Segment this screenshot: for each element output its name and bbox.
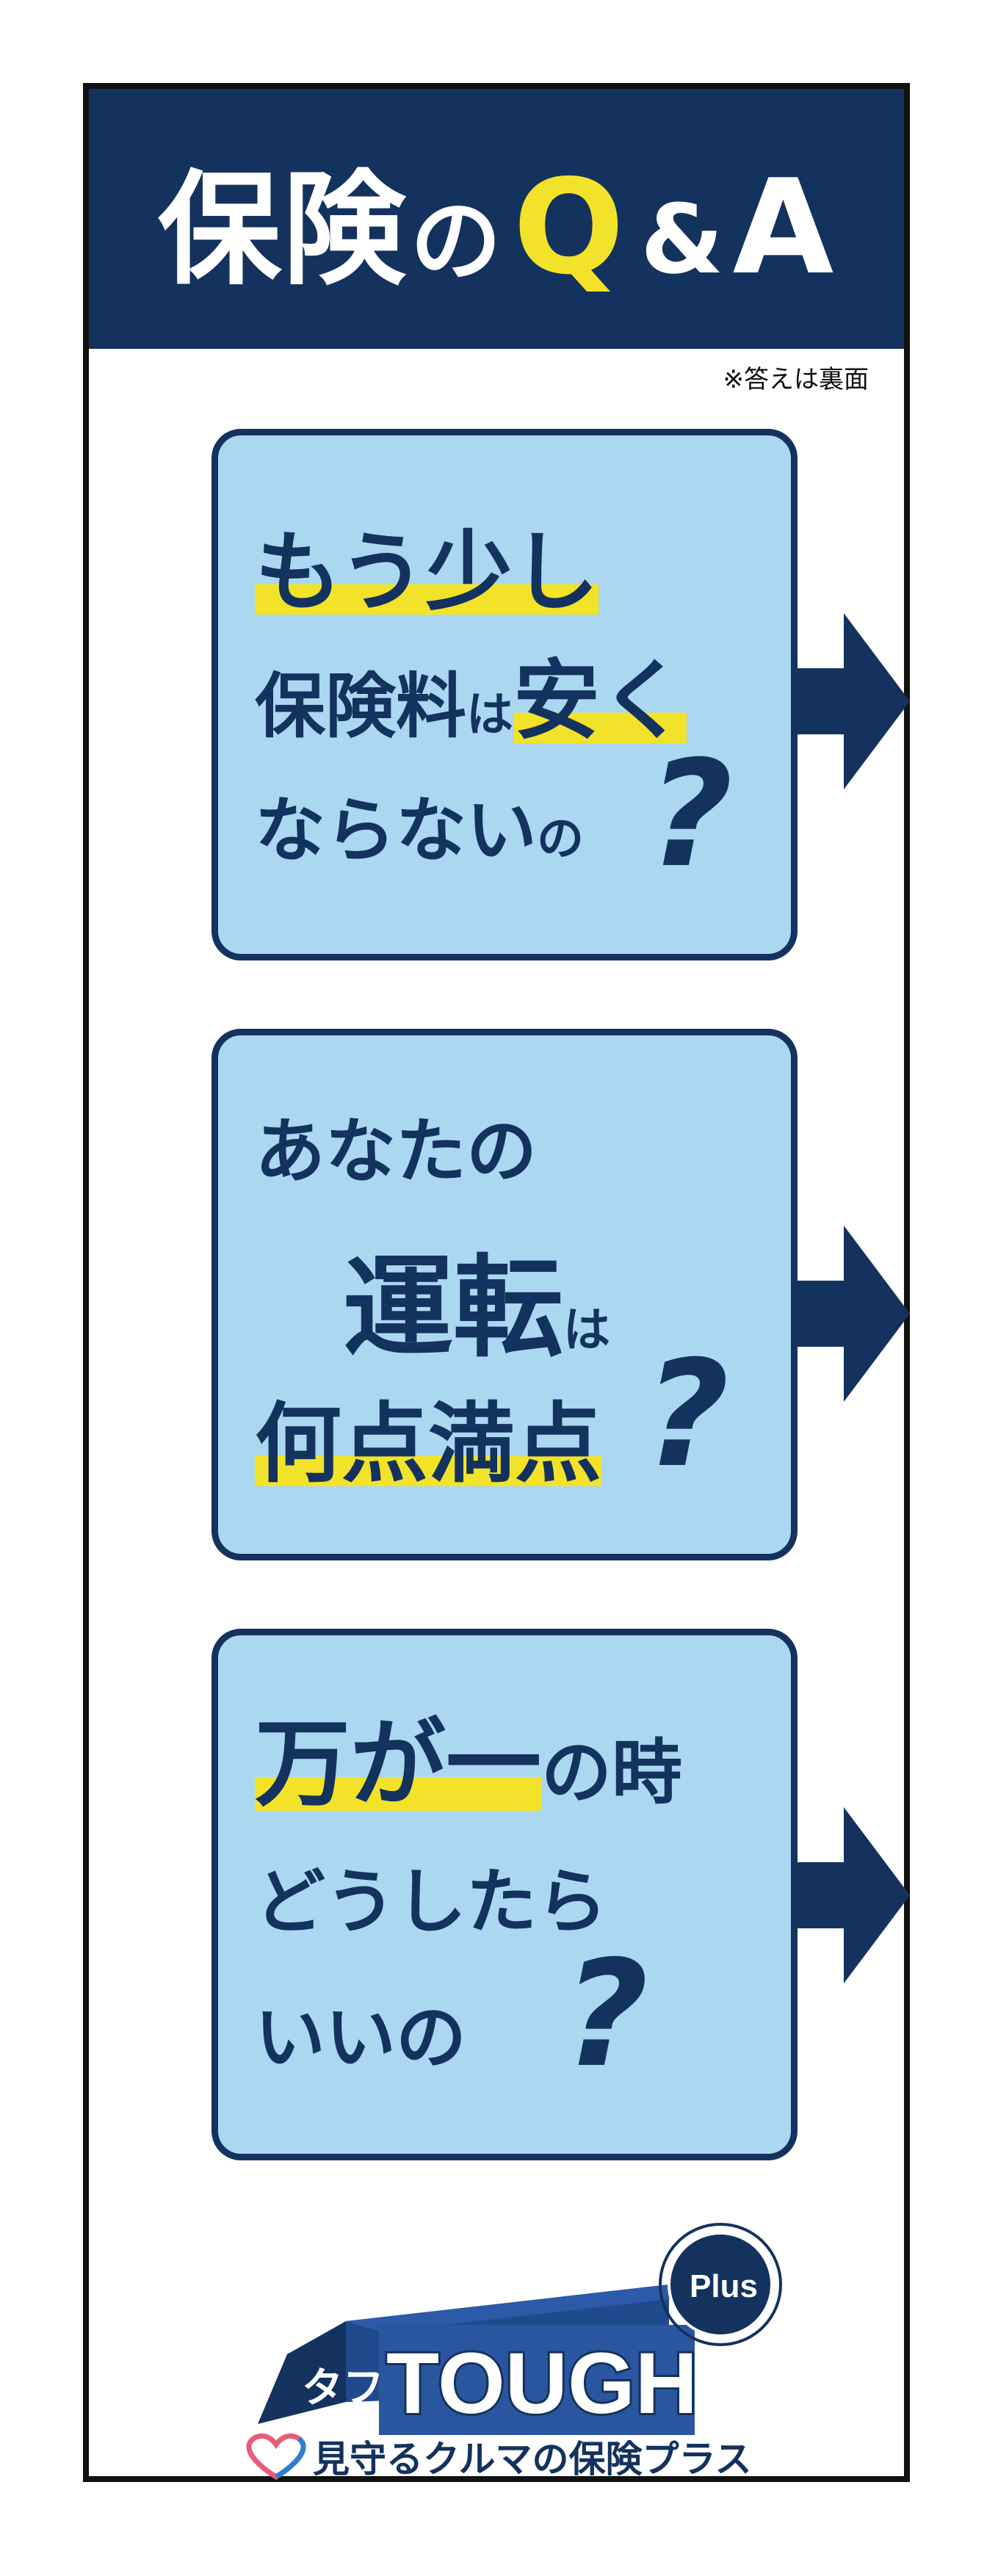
card1-line1: もう少し: [255, 521, 599, 623]
question-mark-3: ?: [563, 1929, 649, 2100]
title-a: A: [732, 151, 836, 303]
logo-plus-text: Plus: [690, 2268, 758, 2304]
heart-icon: [246, 2433, 306, 2481]
card3-line3: いいの: [255, 1997, 466, 2079]
title-q: Q: [513, 151, 626, 303]
card3-line2: どうしたら: [255, 1861, 607, 1943]
answer-note: ※答えは裏面: [723, 365, 869, 394]
arrow-icon-3: [792, 1807, 910, 1983]
question-card-2: あなたの 運転は 何点満点 ?: [211, 1029, 798, 1560]
tough-plus-logo: タフ TOUGH Plus: [258, 2223, 782, 2435]
card2-line3: 何点満点: [255, 1393, 602, 1494]
title-hoken: 保険: [157, 157, 408, 302]
arrow-icon-1: [792, 613, 910, 789]
arrow-icon-2: [792, 1226, 910, 1402]
logo-tagline: 見守るクルマの保険プラス: [313, 2438, 752, 2481]
card1-line2: 保険料は安く: [255, 650, 687, 751]
title-amp: &: [640, 183, 726, 295]
question-mark-2: ?: [644, 1329, 730, 1500]
page-title: 保険 の Q & A: [158, 130, 835, 308]
logo-side-text: タフ: [302, 2365, 384, 2411]
card2-line2: 運転は: [343, 1245, 611, 1372]
card2-line1: あなたの: [255, 1110, 537, 1193]
card1-line3: ならないの: [255, 789, 584, 872]
question-mark-1: ?: [648, 729, 734, 900]
logo-main-text: TOUGH: [386, 2335, 698, 2432]
card3-line1: 万が一の時: [255, 1708, 683, 1820]
question-card-1: もう少し 保険料は安く ならないの ?: [211, 429, 798, 960]
question-card-3: 万が一の時 どうしたら いいの ?: [211, 1629, 798, 2160]
header-banner: 保険 の Q & A: [89, 89, 904, 349]
title-no: の: [410, 188, 503, 294]
flyer-frame: 保険 の Q & A ※答えは裏面 もう少し 保険料は安く ならないの ? あな…: [83, 83, 910, 2482]
